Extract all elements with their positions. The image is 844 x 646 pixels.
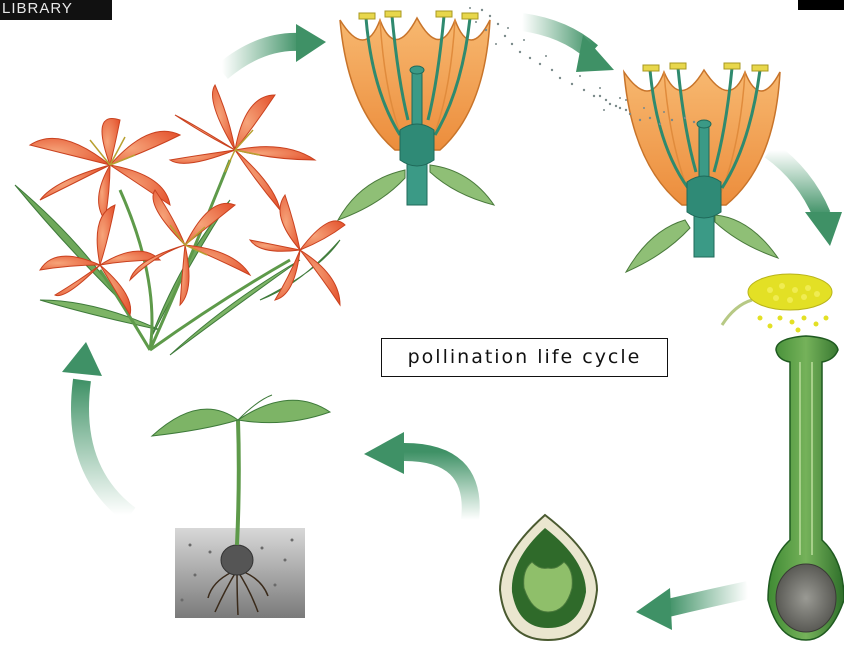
seed-embryo — [500, 515, 597, 640]
arrow-tube-to-seed — [636, 588, 748, 630]
arrow-seed-to-seedling — [364, 432, 471, 520]
arrow-seedling-to-plant — [62, 342, 130, 515]
arrow-flower-to-flower — [522, 22, 614, 72]
arrow-plant-to-flower — [222, 24, 326, 72]
flower-receiving-pollen — [599, 63, 780, 272]
flower-pollen-release — [338, 7, 661, 220]
diagram-title: pollination life cycle — [381, 338, 668, 377]
lily-plant-cluster — [15, 85, 345, 355]
seedling — [152, 395, 330, 618]
arrow-flower-to-tube — [770, 150, 842, 246]
